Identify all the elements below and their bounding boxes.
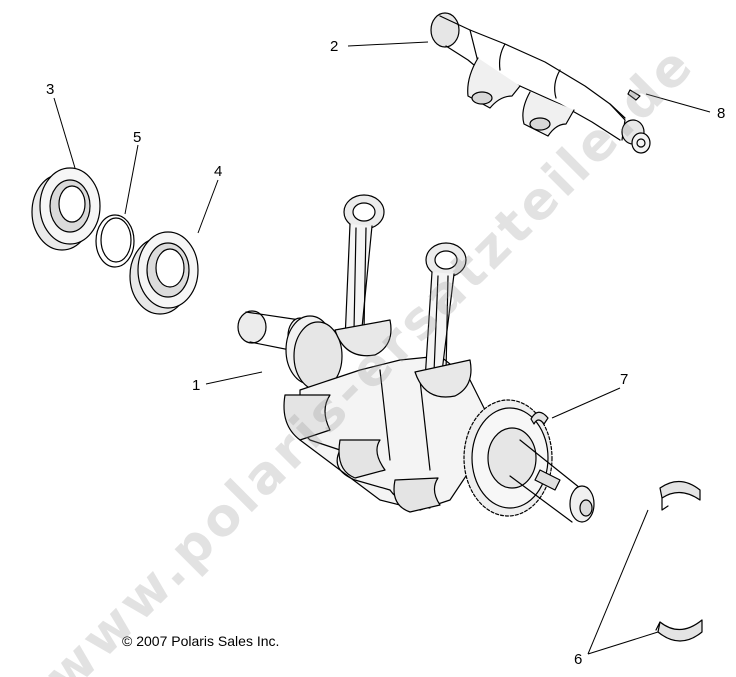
- callout-5: 5: [133, 129, 142, 146]
- bearing-shells: [655, 480, 703, 642]
- callout-3: 3: [46, 81, 55, 98]
- leader-lines: [53, 41, 711, 655]
- callout-1: 1: [192, 377, 201, 394]
- copyright-symbol: ©: [122, 633, 133, 649]
- callout-4: 4: [214, 163, 223, 180]
- woodruff-key: [530, 411, 549, 425]
- callout-8: 8: [717, 105, 726, 122]
- snap-ring: [95, 214, 135, 268]
- copyright-text: 2007 Polaris Sales Inc.: [136, 633, 280, 649]
- copyright-notice: © 2007 Polaris Sales Inc.: [122, 633, 279, 649]
- balance-shaft: [430, 12, 651, 154]
- callout-6: 6: [574, 651, 583, 668]
- callout-2: 2: [330, 38, 339, 55]
- crankshaft-assembly: [237, 194, 595, 523]
- bearing: [129, 231, 199, 315]
- callout-7: 7: [620, 371, 629, 388]
- oil-seal: [31, 167, 101, 251]
